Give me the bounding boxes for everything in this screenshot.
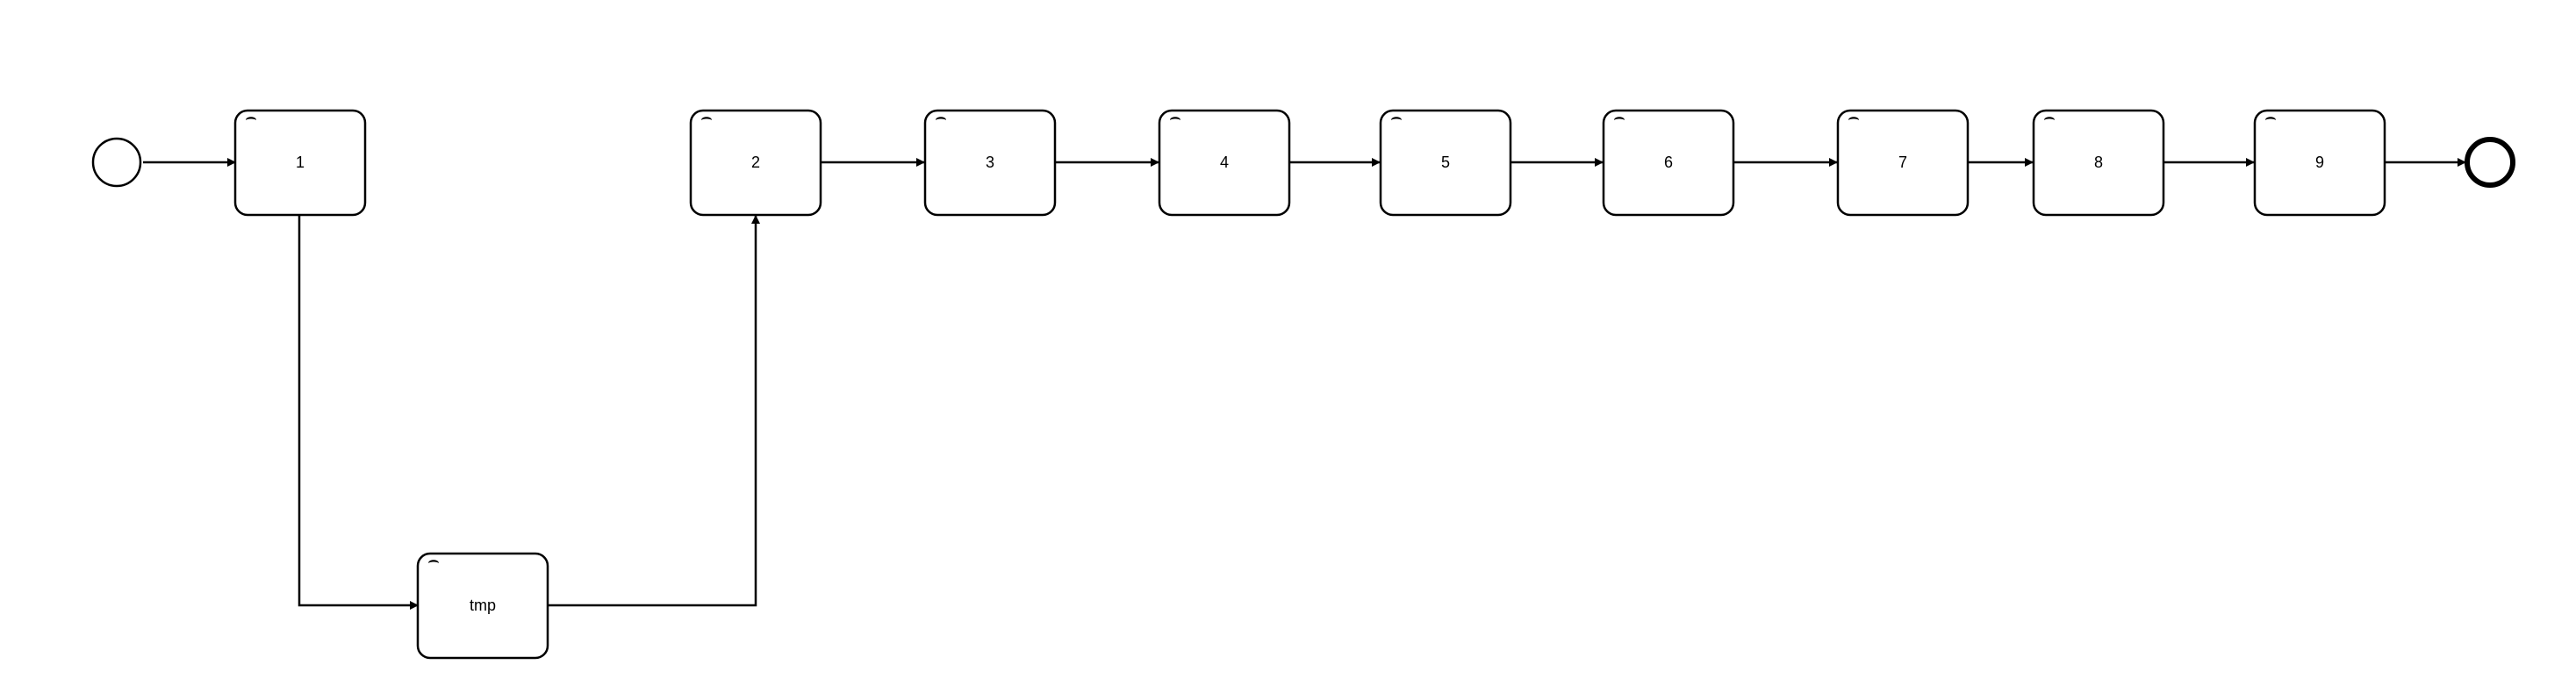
task-box — [416, 552, 549, 660]
task-label: 8 — [2094, 154, 2103, 171]
task-box — [1379, 109, 1512, 217]
task-4[interactable]: 4 — [1158, 109, 1291, 217]
end-event[interactable] — [2465, 137, 2515, 188]
task-label: 7 — [1898, 154, 1907, 171]
task-label: 3 — [986, 154, 994, 171]
task-2[interactable]: 2 — [689, 109, 822, 217]
task-label: 4 — [1220, 154, 1229, 171]
task-box — [2253, 109, 2386, 217]
task-box — [1602, 109, 1735, 217]
task-box — [2032, 109, 2165, 217]
task-box — [233, 109, 367, 217]
task-box — [1836, 109, 1970, 217]
task-tmp[interactable]: tmp — [416, 552, 549, 660]
task-8[interactable]: 8 — [2032, 109, 2165, 217]
sequence-flows — [143, 158, 2466, 610]
task-7[interactable]: 7 — [1836, 109, 1970, 217]
task-label: 2 — [751, 154, 760, 171]
task-label: tmp — [470, 597, 496, 614]
task-box — [689, 109, 822, 217]
task-box — [923, 109, 1057, 217]
task-1[interactable]: 1 — [233, 109, 367, 217]
task-6[interactable]: 6 — [1602, 109, 1735, 217]
task-9[interactable]: 9 — [2253, 109, 2386, 217]
task-label: 9 — [2315, 154, 2324, 171]
task-box — [1158, 109, 1291, 217]
flow-1-to-tmp[interactable] — [298, 215, 419, 610]
task-label: 6 — [1664, 154, 1673, 171]
task-label: 1 — [296, 154, 305, 171]
start-event[interactable] — [91, 137, 142, 188]
task-5[interactable]: 5 — [1379, 109, 1512, 217]
task-3[interactable]: 3 — [923, 109, 1057, 217]
flow-tmp-to-2[interactable] — [548, 215, 760, 607]
task-label: 5 — [1441, 154, 1450, 171]
